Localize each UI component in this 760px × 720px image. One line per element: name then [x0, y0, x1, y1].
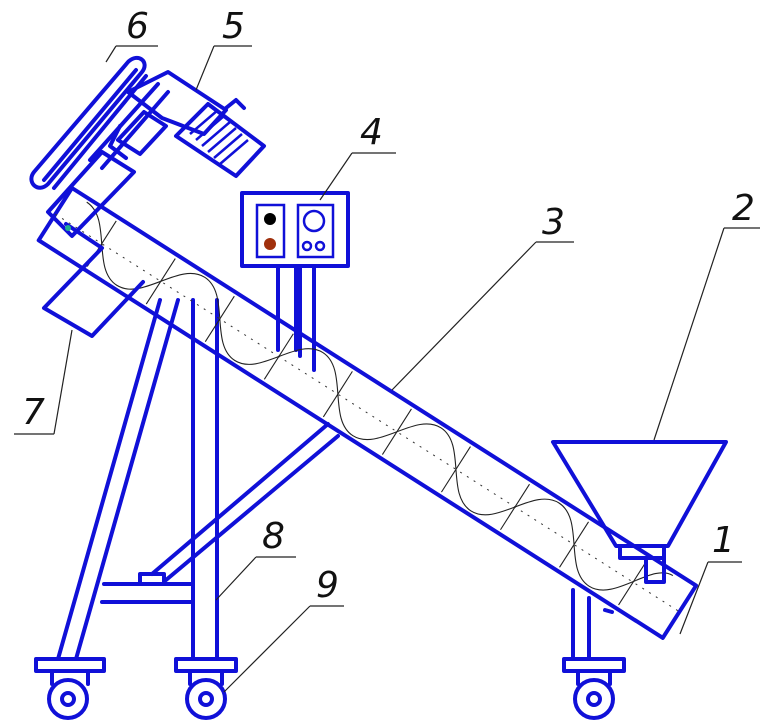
caster-middle [174, 657, 238, 720]
start-button [264, 238, 276, 250]
discharge-chute [42, 222, 145, 338]
electric-motor [108, 70, 266, 178]
conveyor-tube [36, 186, 699, 640]
label-7: 7 [22, 392, 45, 433]
label-3: 3 [542, 202, 565, 243]
tube-end-flange [46, 150, 136, 238]
label-9: 9 [316, 565, 339, 606]
stop-button [264, 213, 276, 225]
label-6: 6 [126, 6, 149, 47]
label-2: 2 [732, 188, 755, 229]
control-panel [240, 191, 350, 372]
caster-right [562, 657, 626, 720]
label-1: 1 [712, 520, 735, 561]
leader-lines [14, 45, 760, 693]
belt-drive [29, 55, 170, 190]
label-5: 5 [222, 6, 245, 47]
label-8: 8 [262, 516, 285, 557]
caster-left [34, 657, 106, 720]
label-4: 4 [360, 112, 383, 153]
feed-hopper [551, 440, 728, 584]
